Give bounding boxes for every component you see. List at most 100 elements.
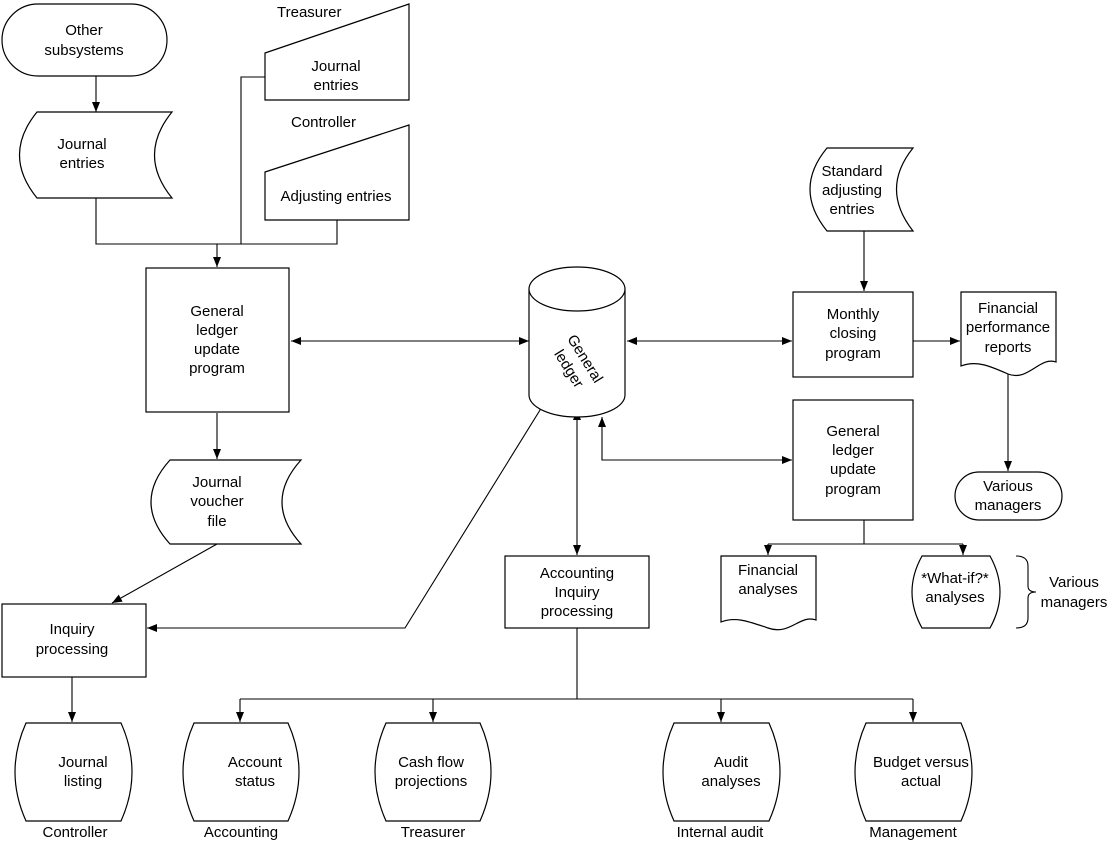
accounting-bottom-label: Accounting	[204, 824, 278, 841]
node-label: ledger	[196, 322, 238, 339]
node-label: Accounting	[540, 565, 614, 582]
node-label: adjusting	[822, 182, 882, 199]
treasurer-bottom-label: Treasurer	[401, 824, 465, 841]
node-label: file	[207, 513, 226, 530]
standard-adjusting-entries-storage: Standard adjusting entries	[809, 147, 915, 232]
node-label: *What-if?*	[921, 570, 989, 587]
management-bottom-label: Management	[869, 824, 957, 841]
node-label: subsystems	[44, 42, 123, 59]
node-label: Financial	[738, 562, 798, 579]
other-subsystems-terminal: Other subsystems	[1, 3, 168, 77]
controller-adjusting-entries-input: Adjusting entries	[264, 124, 410, 221]
node-label: analyses	[738, 581, 797, 598]
various-managers-terminal: Various managers	[954, 471, 1063, 521]
node-label: entries	[59, 155, 104, 172]
account-status-display: Account status	[182, 722, 300, 822]
node-label: ledger	[832, 442, 874, 459]
what-if-analyses-display: *What-if?* analyses	[911, 555, 1001, 629]
node-label: Various	[983, 478, 1033, 495]
node-label: General	[826, 423, 879, 440]
node-label: Monthly	[827, 306, 880, 323]
node-label: General	[190, 303, 243, 320]
node-label: update	[194, 341, 240, 358]
node-label: Inquiry	[49, 621, 95, 638]
node-label: performance	[966, 319, 1050, 336]
controller-top-label: Controller	[291, 114, 356, 131]
node-label: entries	[313, 77, 358, 94]
journal-voucher-file-storage: Journal voucher file	[150, 459, 303, 545]
node-label: Cash flow	[398, 754, 464, 771]
node-label: Standard	[822, 163, 883, 180]
internal-audit-bottom-label: Internal audit	[677, 824, 765, 841]
financial-analyses-document: Financial analyses	[720, 555, 817, 631]
node-label: Journal	[58, 754, 107, 771]
node-label: Budget versus	[873, 754, 969, 771]
node-label: analyses	[925, 589, 984, 606]
node-label: entries	[829, 201, 874, 218]
node-label: Adjusting entries	[281, 188, 392, 205]
node-label: listing	[64, 773, 102, 790]
node-label: reports	[985, 339, 1032, 356]
svg-text:*What-if?*analyses: *What-if?* analyses	[921, 570, 989, 606]
node-label: Inquiry	[554, 584, 600, 601]
node-label: program	[189, 360, 245, 377]
cash-flow-projections-display: Cash flow projections	[374, 722, 492, 822]
journal-entries-storage: Journal entries	[19, 111, 174, 199]
node-label: Financial	[978, 300, 1038, 317]
node-label: closing	[830, 325, 877, 342]
node-label: Account	[228, 754, 283, 771]
inquiry-processing: Inquiry processing	[1, 603, 147, 678]
brace	[1015, 555, 1037, 629]
treasurer-journal-entries-input: Journal entries	[264, 3, 410, 101]
budget-versus-actual-display: Budget versus actual	[854, 722, 973, 822]
node-label: status	[235, 773, 275, 790]
node-label: analyses	[701, 773, 760, 790]
connectors	[68, 76, 1012, 722]
general-ledger-update-program-right: General ledger update program	[792, 399, 914, 521]
node-label: processing	[36, 641, 109, 658]
controller-bottom-label: Controller	[42, 824, 107, 841]
audit-analyses-display: Audit analyses	[662, 722, 781, 822]
svg-text:Adjusting entries: Adjusting entries	[281, 188, 392, 205]
node-label: processing	[541, 603, 614, 620]
general-ledger-update-program-left: General ledger update program	[145, 267, 290, 413]
node-label: Journal	[192, 474, 241, 491]
node-label: voucher	[190, 493, 243, 510]
node-label: actual	[901, 773, 941, 790]
monthly-closing-program: Monthly closing program	[792, 291, 914, 378]
node-label: program	[825, 345, 881, 362]
journal-listing-display: Journal listing	[14, 722, 133, 822]
node-label: update	[830, 461, 876, 478]
node-label: Journal	[311, 58, 360, 75]
node-label: Other	[65, 22, 103, 39]
treasurer-top-label: Treasurer	[277, 4, 341, 21]
node-label: program	[825, 481, 881, 498]
node-label: Journal	[57, 136, 106, 153]
general-ledger-database: Generalledger	[528, 266, 626, 418]
node-label: projections	[395, 773, 468, 790]
node-label: Audit	[714, 754, 749, 771]
financial-performance-reports-document: Financial performance reports	[960, 291, 1057, 377]
node-label: managers	[975, 497, 1042, 514]
